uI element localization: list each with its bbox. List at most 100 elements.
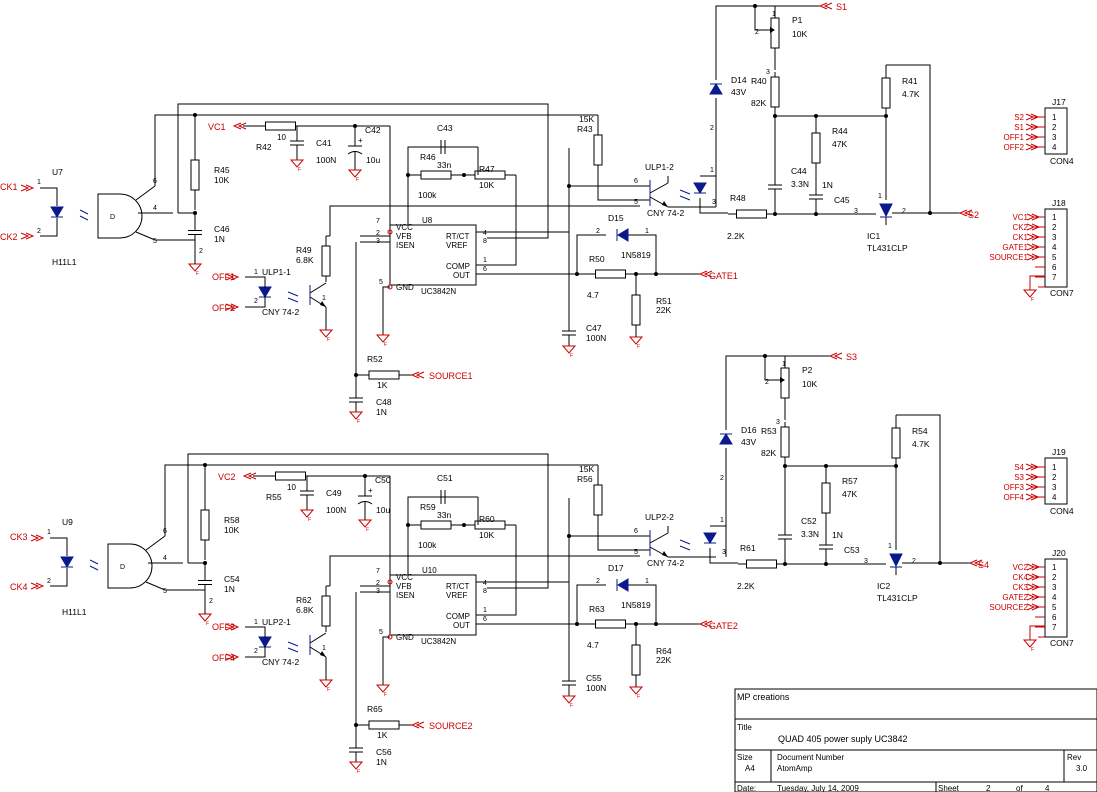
wire xyxy=(597,535,632,551)
label: Date: xyxy=(737,784,756,792)
label: 6 xyxy=(1052,613,1057,622)
label: 82K xyxy=(751,98,766,108)
wire xyxy=(187,453,549,589)
net-flag xyxy=(1031,243,1041,251)
label: 6 xyxy=(634,528,638,535)
wire xyxy=(89,559,99,565)
junction-dot xyxy=(814,212,818,216)
label: 1 xyxy=(878,193,882,200)
wire xyxy=(649,182,669,194)
wire xyxy=(40,218,58,237)
label: 3 xyxy=(1052,133,1057,142)
opto-detector-mark: D xyxy=(120,564,125,571)
label: J18 xyxy=(1052,198,1066,208)
label: 100N xyxy=(316,155,336,165)
label: 10K xyxy=(224,525,239,535)
label: 10K xyxy=(214,175,229,185)
net-flag xyxy=(1026,563,1036,571)
label: 6.8K xyxy=(296,255,314,265)
net-flag xyxy=(415,721,425,729)
net-flag xyxy=(20,184,30,192)
label: 2 xyxy=(376,230,380,237)
resistor-body xyxy=(368,370,400,380)
label: ULP2-1 xyxy=(262,617,291,627)
label: IC1 xyxy=(867,231,881,241)
label: 1 xyxy=(322,295,326,302)
wire xyxy=(382,636,390,685)
label: 3 xyxy=(864,558,868,565)
wire xyxy=(50,537,68,556)
net-label: GATE1 xyxy=(709,271,738,281)
label: R62 xyxy=(296,595,312,605)
label: 100N xyxy=(326,505,346,515)
label: 1 xyxy=(720,517,724,524)
label: 6 xyxy=(483,266,487,273)
label: 6.8K xyxy=(296,605,314,615)
pot-wiper xyxy=(770,27,775,33)
wire xyxy=(287,297,299,303)
resistor-body xyxy=(321,595,331,627)
label: 2 xyxy=(596,578,600,585)
label: 15K xyxy=(579,464,594,474)
pin-marker xyxy=(387,579,393,585)
label: 2 xyxy=(765,379,769,386)
ground-symbol xyxy=(289,159,305,168)
wire xyxy=(79,215,89,221)
ground-mark: F xyxy=(196,271,199,277)
net-flag xyxy=(1030,493,1040,501)
ground-mark: F xyxy=(384,692,387,698)
wire xyxy=(896,414,941,564)
label: Size xyxy=(737,753,753,762)
label: 2 xyxy=(254,648,258,655)
label: 4 xyxy=(1052,243,1057,252)
net-flag xyxy=(225,303,235,311)
label: 2 xyxy=(1052,573,1057,582)
label: 100N xyxy=(586,683,606,693)
wire xyxy=(89,565,99,571)
label: 3 xyxy=(722,549,726,556)
wire xyxy=(679,545,691,551)
label: RT/CT xyxy=(446,232,470,241)
ground-mark: F xyxy=(308,517,311,523)
label: 5 xyxy=(379,629,383,636)
wire xyxy=(154,114,560,186)
junction-dot xyxy=(928,211,932,215)
label: 4 xyxy=(483,580,487,587)
label: 2 xyxy=(1052,223,1057,232)
net-label: VC1 xyxy=(1012,213,1028,222)
ground-symbol xyxy=(318,679,334,688)
label: C45 xyxy=(834,195,850,205)
wire xyxy=(177,103,549,239)
net-flag xyxy=(247,472,257,480)
net-flag xyxy=(1031,583,1041,591)
resistor-body xyxy=(746,559,777,569)
net-flag xyxy=(25,184,35,192)
label: C48 xyxy=(376,397,392,407)
label: ULP2-2 xyxy=(645,512,674,522)
label: AtomAmp xyxy=(777,764,813,773)
label: D16 xyxy=(741,425,757,435)
net-flag xyxy=(1030,483,1040,491)
label: VREF xyxy=(446,241,467,250)
resistor-body xyxy=(321,245,331,277)
junction-dot xyxy=(406,173,410,177)
net-flag xyxy=(1031,223,1041,231)
net-flag xyxy=(225,623,235,631)
label: 2.2K xyxy=(737,581,755,591)
label: C53 xyxy=(844,545,860,555)
label: 5 xyxy=(1052,603,1057,612)
label: 22K xyxy=(656,655,671,665)
net-flag xyxy=(823,2,833,10)
wire xyxy=(329,205,565,236)
net-flag xyxy=(25,232,35,240)
pot-body xyxy=(770,17,780,49)
diode-body xyxy=(50,206,64,218)
label: R43 xyxy=(577,124,593,134)
label: R53 xyxy=(761,426,777,436)
wire xyxy=(407,496,478,575)
wire xyxy=(1029,275,1045,290)
junction-dot xyxy=(884,114,888,118)
label: CNY 74-2 xyxy=(647,558,684,568)
label: R61 xyxy=(740,543,756,553)
ground-mark: F xyxy=(327,337,330,343)
